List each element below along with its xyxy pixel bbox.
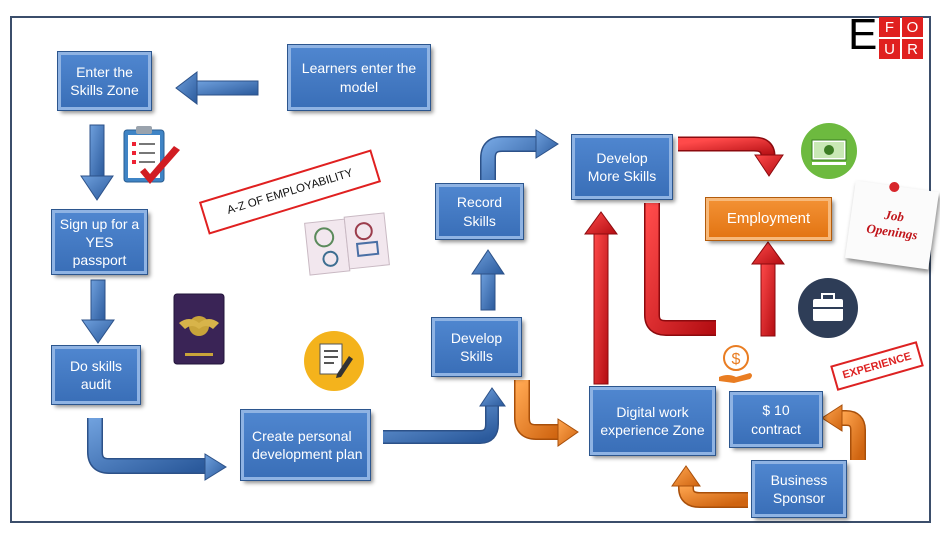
sign-up-passport-label: Sign up for a YES passport xyxy=(59,215,140,269)
arrow-develop-to-digital-zone xyxy=(514,380,579,447)
arrow-plan-to-develop xyxy=(383,387,506,444)
develop-skills-label: Develop Skills xyxy=(450,329,503,364)
passport-book-icon xyxy=(173,293,225,365)
employment-box: Employment xyxy=(705,197,832,241)
svg-text:$: $ xyxy=(732,351,741,368)
arrow-sign-up-to-audit xyxy=(81,279,115,344)
personal-plan-box: Create personal development plan xyxy=(240,409,371,481)
skills-audit-label: Do skills audit xyxy=(69,357,123,392)
job-openings-note: Job Openings xyxy=(844,180,940,270)
arrow-loop-to-employment xyxy=(751,241,785,337)
arrow-record-to-develop-more xyxy=(480,129,559,180)
pin-icon xyxy=(888,181,900,193)
learners-enter-label: Learners enter the model xyxy=(301,60,417,95)
skills-audit-box: Do skills audit xyxy=(51,345,141,405)
logo-letter-r: R xyxy=(902,39,923,59)
record-skills-label: Record Skills xyxy=(456,194,503,229)
develop-skills-box: Develop Skills xyxy=(431,317,522,377)
learners-enter-box: Learners enter the model xyxy=(287,44,431,111)
business-sponsor-label: Business Sponsor xyxy=(770,471,828,506)
logo-letter-o: O xyxy=(902,17,923,37)
develop-more-skills-box: Develop More Skills xyxy=(571,134,673,200)
briefcase-icon xyxy=(798,278,858,338)
digital-work-experience-label: Digital work experience Zone xyxy=(600,403,705,438)
enter-skills-zone-label: Enter the Skills Zone xyxy=(70,63,139,98)
arrow-develop-more-loop xyxy=(644,203,716,336)
arrow-digital-zone-to-develop-more xyxy=(584,211,618,385)
cash-icon xyxy=(801,123,857,179)
personal-plan-label: Create personal development plan xyxy=(252,427,363,462)
arrow-learners-to-skills-zone xyxy=(175,70,259,106)
arrow-develop-more-to-employment xyxy=(678,136,784,177)
digital-work-experience-box: Digital work experience Zone xyxy=(589,386,716,456)
arrow-sponsor-to-contract xyxy=(821,404,866,460)
business-sponsor-box: Business Sponsor xyxy=(751,460,847,518)
logo-letter-e: E xyxy=(848,10,878,59)
develop-more-skills-label: Develop More Skills xyxy=(587,149,657,184)
diagram-frame xyxy=(10,16,931,523)
employment-label: Employment xyxy=(726,210,811,228)
contract-label: $ 10 contract xyxy=(751,402,801,437)
dollar-hand-icon: $ xyxy=(719,345,752,383)
document-edit-icon xyxy=(304,331,364,391)
arrow-skills-zone-to-sign-up xyxy=(80,124,114,201)
arrow-sponsor-to-digital-zone xyxy=(671,465,748,508)
arrow-audit-to-plan xyxy=(87,418,227,481)
enter-skills-zone-box: Enter the Skills Zone xyxy=(57,51,152,111)
job-openings-label: Job Openings xyxy=(865,206,919,243)
efour-logo: E F O U R xyxy=(848,13,924,60)
clipboard-checklist-icon xyxy=(123,126,180,184)
logo-letter-u: U xyxy=(879,39,900,59)
arrow-develop-to-record xyxy=(471,249,505,311)
record-skills-box: Record Skills xyxy=(435,183,524,240)
logo-letter-f: F xyxy=(879,17,900,37)
sign-up-passport-box: Sign up for a YES passport xyxy=(51,209,148,275)
contract-box: $ 10 contract xyxy=(729,391,823,448)
passport-stamps-icon xyxy=(304,212,390,276)
